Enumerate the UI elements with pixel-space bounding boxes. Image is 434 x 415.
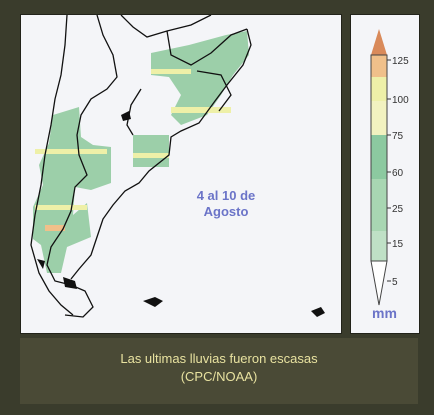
map-drawing	[30, 15, 325, 318]
caption-line-2: (CPC/NOAA)	[180, 369, 258, 384]
rain-area-andes	[33, 107, 111, 273]
legend-band-125	[371, 55, 387, 77]
legend-tick-100: 100	[392, 95, 409, 106]
coast-atlantic	[70, 28, 252, 280]
border-andes	[46, 15, 118, 318]
border-north	[120, 15, 212, 38]
rain-band-andes-1	[35, 149, 107, 154]
legend-band-100	[371, 77, 387, 101]
legend-low-triangle	[370, 260, 388, 306]
legend-tick-25: 25	[392, 204, 404, 215]
legend-band-15	[371, 231, 387, 261]
coastlines	[30, 15, 252, 318]
rain-band-northeast-2	[151, 69, 191, 74]
legend-tick-75: 75	[392, 131, 404, 142]
rain-area-central	[133, 135, 169, 167]
border-uruguay	[196, 70, 232, 112]
figure-caption: Las ultimas lluvias fueron escasas (CPC/…	[20, 338, 418, 404]
legend-band-60	[371, 135, 387, 179]
legend-colorbar: 125 100 75 60 25 15 5	[370, 29, 409, 306]
coast-pacific	[30, 15, 74, 316]
rain-band-northeast	[171, 107, 231, 113]
legend-bar-outline	[370, 54, 388, 262]
rain-band-andes-peak	[45, 225, 65, 231]
rain-area-northeast	[151, 31, 249, 125]
date-range-label: 4 al 10 de Agosto	[176, 188, 276, 220]
border-paraguay	[166, 28, 248, 66]
legend-tick-60: 60	[392, 168, 404, 179]
rainfall-areas	[33, 31, 249, 273]
rainfall-legend: 125 100 75 60 25 15 5	[350, 14, 420, 334]
legend-tick-marks	[387, 59, 391, 282]
date-line-1: 4 al 10 de	[196, 188, 256, 203]
legend-band-75	[371, 101, 387, 135]
rain-band-central	[133, 153, 169, 158]
legend-tick-15: 15	[392, 239, 404, 250]
legend-tick-125: 125	[392, 56, 409, 67]
legend-peak-triangle	[371, 29, 387, 55]
islands	[37, 111, 325, 317]
legend-unit: mm	[372, 305, 397, 321]
legend-band-25	[371, 179, 387, 231]
rain-band-andes-2	[35, 205, 87, 210]
date-line-2: Agosto	[203, 204, 249, 219]
caption-line-1: Las ultimas lluvias fueron escasas	[120, 351, 318, 366]
legend-tick-5: 5	[392, 277, 398, 288]
rainfall-map	[20, 14, 342, 334]
